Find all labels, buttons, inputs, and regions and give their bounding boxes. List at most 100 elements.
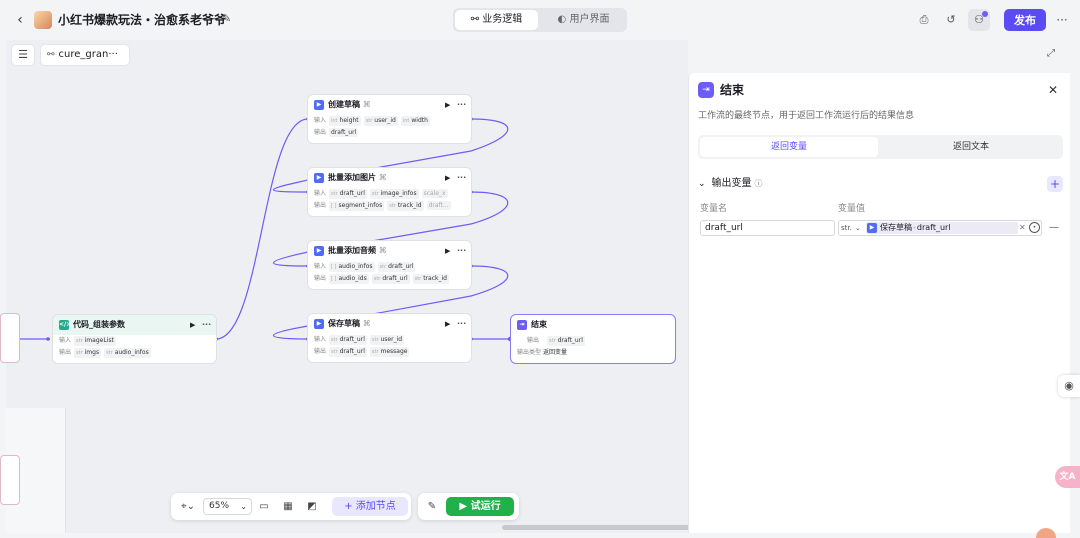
row-label: 输入 [59, 337, 72, 344]
translate-button[interactable]: 文A [1055, 466, 1080, 488]
info-icon[interactable]: ⓘ [754, 179, 763, 188]
node-title: 代码_组装参数 [73, 320, 125, 329]
node-title: 保存草稿 [328, 319, 360, 328]
wire-audio-loop [272, 251, 309, 267]
tab-business-logic[interactable]: ⚯ 业务逻辑 [455, 10, 538, 30]
row-label: 输出 [314, 129, 327, 136]
play-plugin-icon: ▶ [314, 246, 324, 256]
debug-icon[interactable]: ✎ [427, 501, 437, 512]
close-icon[interactable]: ✕ [1047, 83, 1059, 97]
test-run-button[interactable]: ▶ 试运行 [446, 497, 514, 516]
wire-create-loop [470, 118, 509, 152]
row-label: 输入 [314, 263, 327, 270]
export-icon[interactable]: ⎙ [919, 13, 929, 26]
node-more-icon[interactable]: ··· [457, 246, 467, 255]
target-icon[interactable]: • [1029, 222, 1040, 233]
view-switch: ⚯ 业务逻辑 ◐ 用户界面 [453, 8, 627, 32]
clear-icon[interactable]: ✕ [1019, 223, 1026, 232]
layout-icon[interactable]: ▦ [283, 501, 293, 512]
variable-name-input[interactable] [700, 220, 835, 236]
node-more-icon[interactable]: ··· [202, 320, 212, 329]
end-node-icon: ⇥ [698, 82, 714, 98]
comment-icon[interactable]: ▭ [259, 501, 269, 512]
variable-value-field[interactable]: str.⌄ ▶保存草稿-draft_url ✕ • [838, 220, 1042, 236]
publish-button[interactable]: 发布 [1004, 9, 1046, 31]
app-title: 小红书爆款玩法・治愈系老爷爷 [58, 13, 227, 27]
param-tag: [ ]audio_infos [329, 262, 375, 272]
collaborators-button[interactable]: ⚇ [968, 9, 990, 31]
type-value: str. [841, 224, 852, 232]
partial-node[interactable] [0, 313, 20, 363]
node-title: 创建草稿 [328, 100, 360, 109]
col-value-label: 变量值 [838, 204, 866, 214]
node-title: 批量添加音频 [328, 246, 376, 255]
run-node-icon[interactable]: ▶ [445, 320, 451, 328]
node-return-type: 输出类型 返回变量 [511, 347, 675, 359]
mouse-mode-icon[interactable]: ⌖⌄ [180, 501, 195, 512]
code-icon: </> [59, 320, 72, 330]
assistant-icon[interactable]: ◉ [1058, 375, 1080, 397]
zoom-value: 65% [209, 501, 230, 511]
panel-description: 工作流的最终节点，用于返回工作流运行后的结果信息 [698, 111, 915, 121]
zoom-select[interactable]: 65% ⌄ [203, 498, 252, 515]
run-node-icon[interactable]: ▶ [445, 247, 451, 255]
row-label: 输出 [527, 337, 540, 344]
sidebar-toggle-icon[interactable]: ☰ [12, 45, 34, 65]
node-title: 批量添加图片 [328, 173, 376, 182]
remove-variable-icon[interactable]: — [1049, 222, 1059, 233]
play-plugin-icon: ▶ [314, 319, 324, 329]
node-more-icon[interactable]: ··· [457, 100, 467, 109]
node-more-icon[interactable]: ··· [457, 319, 467, 328]
workflow-name-chip[interactable]: ⚯cure_gran··· [41, 45, 129, 65]
fullscreen-icon[interactable]: ⤢ [1047, 48, 1055, 59]
run-node-icon[interactable]: ▶ [445, 174, 451, 182]
history-icon[interactable]: ↺ [946, 13, 956, 26]
type-select[interactable]: str.⌄ [841, 221, 861, 235]
partial-node[interactable] [0, 455, 20, 505]
run-node-icon[interactable]: ▶ [445, 101, 451, 109]
run-toolbar: ✎ ▶ 试运行 [418, 493, 519, 520]
horizontal-scrollbar[interactable] [502, 525, 690, 530]
tab-return-text[interactable]: 返回文本 [952, 142, 989, 152]
col-name-label: 变量名 [700, 204, 728, 214]
tab-return-variable[interactable]: 返回变量 [700, 137, 878, 157]
minimap-icon[interactable]: ◩ [307, 501, 317, 512]
chevron-down-icon: ⌄ [240, 502, 247, 511]
run-node-icon[interactable]: ▶ [190, 321, 196, 329]
edit-title-icon[interactable]: ✎ [222, 12, 232, 25]
more-icon[interactable]: ··· [1056, 13, 1068, 27]
chevron-down-icon: ⌄ [854, 224, 861, 232]
floating-avatar[interactable] [1036, 528, 1056, 538]
add-node-label: 添加节点 [355, 501, 396, 512]
node-more-icon[interactable]: ··· [457, 173, 467, 182]
tab-user-interface[interactable]: ◐ 用户界面 [542, 10, 625, 30]
add-node-button[interactable]: + 添加节点 [332, 497, 408, 516]
workflow-name: cure_gran··· [58, 49, 118, 60]
add-variable-button[interactable]: + [1047, 176, 1063, 192]
back-arrow-icon[interactable]: ‹ [17, 12, 23, 28]
row-label: 输出 [59, 349, 72, 356]
play-plugin-icon: ▶ [314, 100, 324, 110]
